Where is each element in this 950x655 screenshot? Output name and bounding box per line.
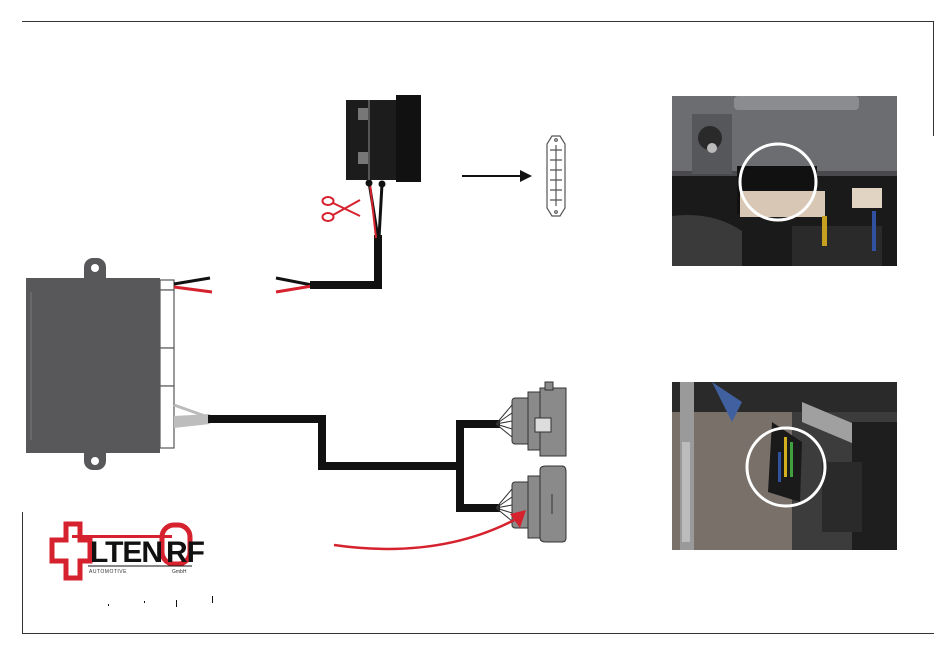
module-output-wires [174, 278, 312, 292]
obd-connector-top [346, 95, 421, 182]
svg-text:GmbH: GmbH [172, 569, 187, 575]
bottom-harness [174, 405, 512, 521]
svg-text:RF: RF [166, 536, 205, 569]
control-module [26, 258, 174, 470]
red-arrow-indicator [334, 510, 526, 549]
small-marks [108, 596, 213, 607]
arrow-right-icon [462, 170, 532, 182]
top-harness-cable [310, 180, 386, 286]
scissors-icon [323, 197, 361, 221]
svg-text:LTEN: LTEN [90, 536, 162, 569]
obd-connector-female [512, 382, 566, 456]
company-logo: LTEN RF AUTOMOTIVE GmbH [52, 523, 205, 578]
obd-connector-male [512, 466, 566, 542]
photo-connector-location [672, 382, 897, 550]
photo-obd-port-location [672, 96, 897, 266]
svg-text:AUTOMOTIVE: AUTOMOTIVE [89, 569, 127, 575]
obd-port-outline [547, 136, 565, 216]
